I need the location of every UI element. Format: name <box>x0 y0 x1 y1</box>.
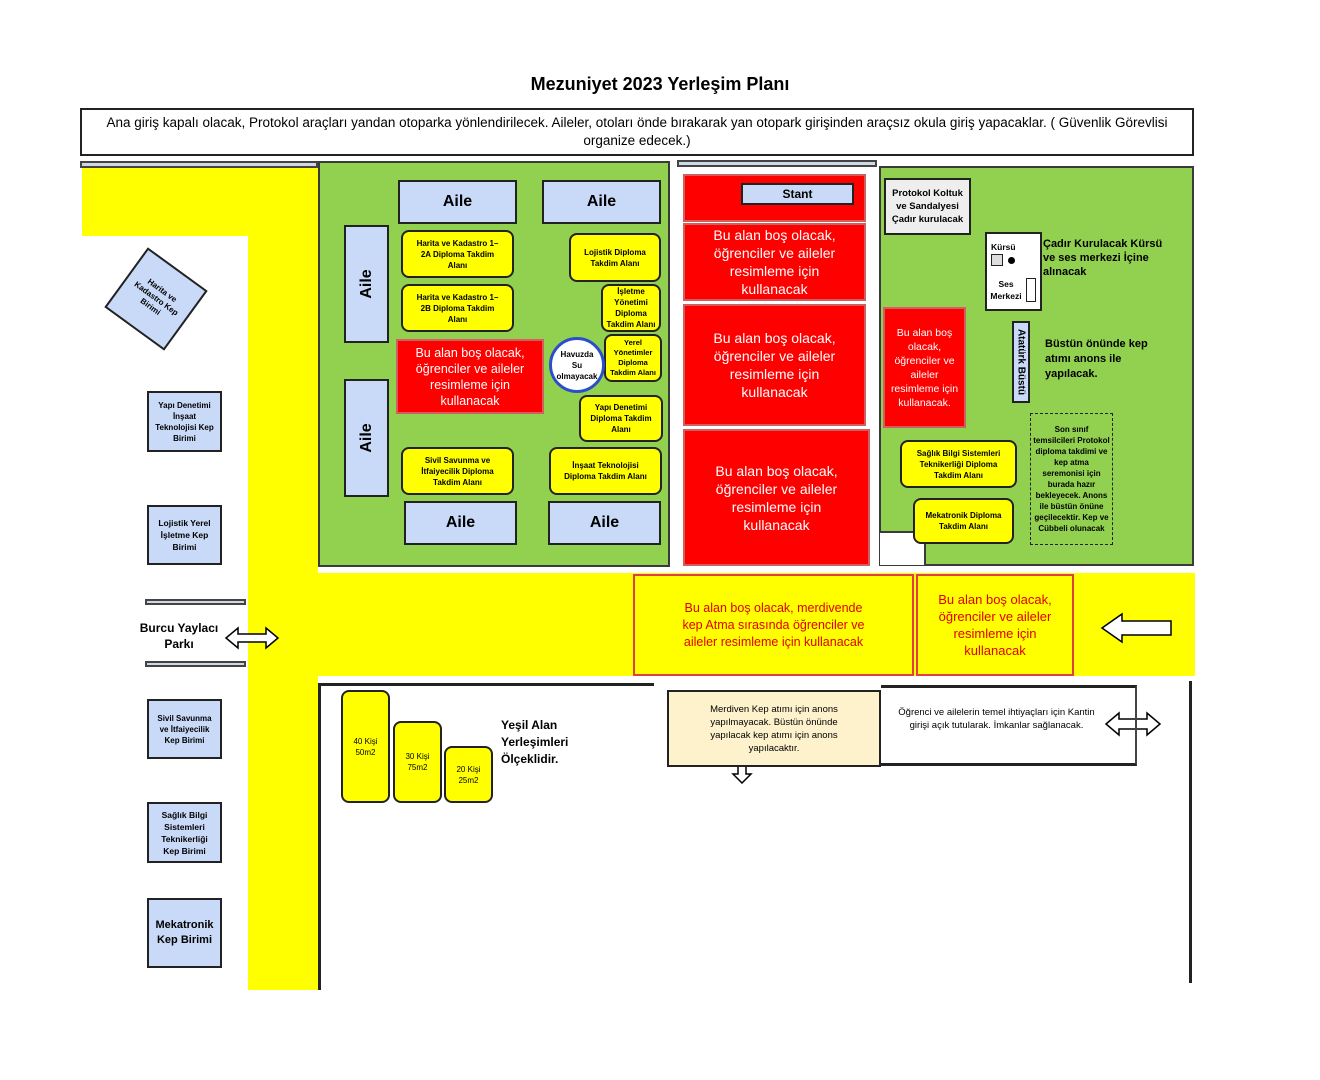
fence-top-middle <box>677 160 877 167</box>
aile-area-3: Aile <box>404 501 517 545</box>
yerel-area: Yerel Yönetimler Diploma Takdim Alanı <box>604 334 662 382</box>
double-arrow-kantin-icon <box>1104 711 1162 737</box>
area-40-kisi: 40 Kişi 50m2 <box>341 690 390 803</box>
fence-top-left <box>80 161 318 168</box>
area-30-kisi: 30 Kişi 75m2 <box>393 721 442 803</box>
unit-yapi-kep: Yapı Denetimi İnşaat Teknolojisi Kep Bir… <box>147 391 222 452</box>
sivil-area: Sivil Savunma ve İtfaiyecilik Diploma Ta… <box>401 447 514 495</box>
kantin-note: Öğrenci ve ailelerin temel ihtiyaçları i… <box>898 707 1095 731</box>
unit-sivil-kep: Sivil Savunma ve İtfaiyecilik Kep Birimi <box>147 699 222 759</box>
page-title: Mezuniyet 2023 Yerleşim Planı <box>530 73 790 94</box>
ataturk-label: Atatürk Büstü <box>1015 328 1027 396</box>
merdiven-photo-area: Bu alan boş olacak, merdivende kep Atma … <box>633 574 914 676</box>
middle-photo-area-1: Bu alan boş olacak, öğrenciler ve ailele… <box>683 223 866 301</box>
aile-area-vertical-1: Aile <box>344 225 389 343</box>
ses-label: Ses Merkezi <box>990 279 1022 301</box>
double-arrow-horizontal-icon <box>224 626 280 650</box>
unit-mekatronik-kep: Mekatronik Kep Birimi <box>147 898 222 968</box>
fence-bottom-left-v <box>318 683 321 990</box>
son-sinif-note: Son sınıf temsilcileri Protokol diploma … <box>1030 413 1113 545</box>
left-photo-area: Bu alan boş olacak, öğrenciler ve ailele… <box>396 339 544 414</box>
park-label: Burcu Yaylacı Parkı <box>139 621 219 651</box>
microphone-dot-icon <box>1008 257 1015 264</box>
unit-lojistik-kep: Lojistik Yerel İşletme Kep Birimi <box>147 505 222 565</box>
stant-box: Stant <box>741 183 854 205</box>
saglik-area: Sağlık Bilgi Sistemleri Teknikerliği Dip… <box>900 440 1017 488</box>
fence-bottom-left-h <box>318 683 654 686</box>
band-photo-area-right: Bu alan boş olacak, öğrenciler ve ailele… <box>916 574 1074 676</box>
cadir-note: Çadır Kurulacak Kürsü ve ses merkezi İçi… <box>1043 238 1163 278</box>
scale-note: Yeşil Alan Yerleşimleri Ölçeklidir. <box>501 718 569 766</box>
unit-saglik-kep: Sağlık Bilgi Sistemleri Teknikerliği Kep… <box>147 802 222 863</box>
protokol-tent: Protokol Koltuk ve Sandalyesi Çadır kuru… <box>884 178 971 235</box>
lojistik-area: Lojistik Diploma Takdim Alanı <box>569 233 661 282</box>
middle-photo-area-2: Bu alan boş olacak, öğrenciler ve ailele… <box>683 304 866 426</box>
fence-park-bottom <box>145 661 246 667</box>
bust-note: Büstün önünde kep atımı anons ile yapıla… <box>1045 338 1148 380</box>
aile-area-2: Aile <box>542 180 661 224</box>
aile-label: Aile <box>357 423 375 453</box>
unit-harita-kep: Harita ve Kadastro Kep Birimi <box>104 247 208 351</box>
isletme-area: İşletme Yönetimi Diploma Takdim Alanı <box>601 284 661 332</box>
yapi-area: Yapı Denetimi Diploma Takdim Alanı <box>579 395 663 442</box>
fence-bottom-right-v <box>1189 681 1192 983</box>
road-horizontal-band <box>318 573 1195 676</box>
mekatronik-area: Mekatronik Diploma Takdim Alanı <box>913 498 1014 544</box>
merdiven-anons-note: Merdiven Kep atımı için anons yapılmayac… <box>667 690 881 767</box>
aile-label: Aile <box>357 269 375 299</box>
ses-merkezi-icon <box>1026 278 1036 302</box>
road-left-vertical <box>248 168 318 990</box>
kursu-label: Kürsü <box>991 242 1016 252</box>
kursu-ses-tent: Kürsü Ses Merkezi <box>985 232 1042 311</box>
pool: Havuzda Su olmayacak <box>549 337 605 393</box>
notice-box: Ana giriş kapalı olacak, Protokol araçla… <box>80 108 1194 156</box>
middle-photo-area-3: Bu alan boş olacak, öğrenciler ve ailele… <box>683 429 870 566</box>
area-20-kisi: 20 Kişi 25m2 <box>444 746 493 803</box>
right-photo-area: Bu alan boş olacak, öğrenciler ve ailele… <box>883 307 966 428</box>
aile-area-1: Aile <box>398 180 517 224</box>
aile-area-vertical-2: Aile <box>344 379 389 497</box>
harita-2a-area: Harita ve Kadastro 1– 2A Diploma Takdim … <box>401 230 514 278</box>
kantin-corridor <box>881 685 1137 766</box>
harita-2b-area: Harita ve Kadastro 1– 2B Diploma Takdim … <box>401 284 514 332</box>
fence-park-top <box>145 599 246 605</box>
kursu-icon <box>991 254 1003 266</box>
arrow-left-icon <box>1100 612 1172 644</box>
insaat-area: İnşaat Teknolojisi Diploma Takdim Alanı <box>549 447 662 495</box>
ataturk-bust: Atatürk Büstü <box>1012 321 1030 403</box>
aile-area-4: Aile <box>548 501 661 545</box>
